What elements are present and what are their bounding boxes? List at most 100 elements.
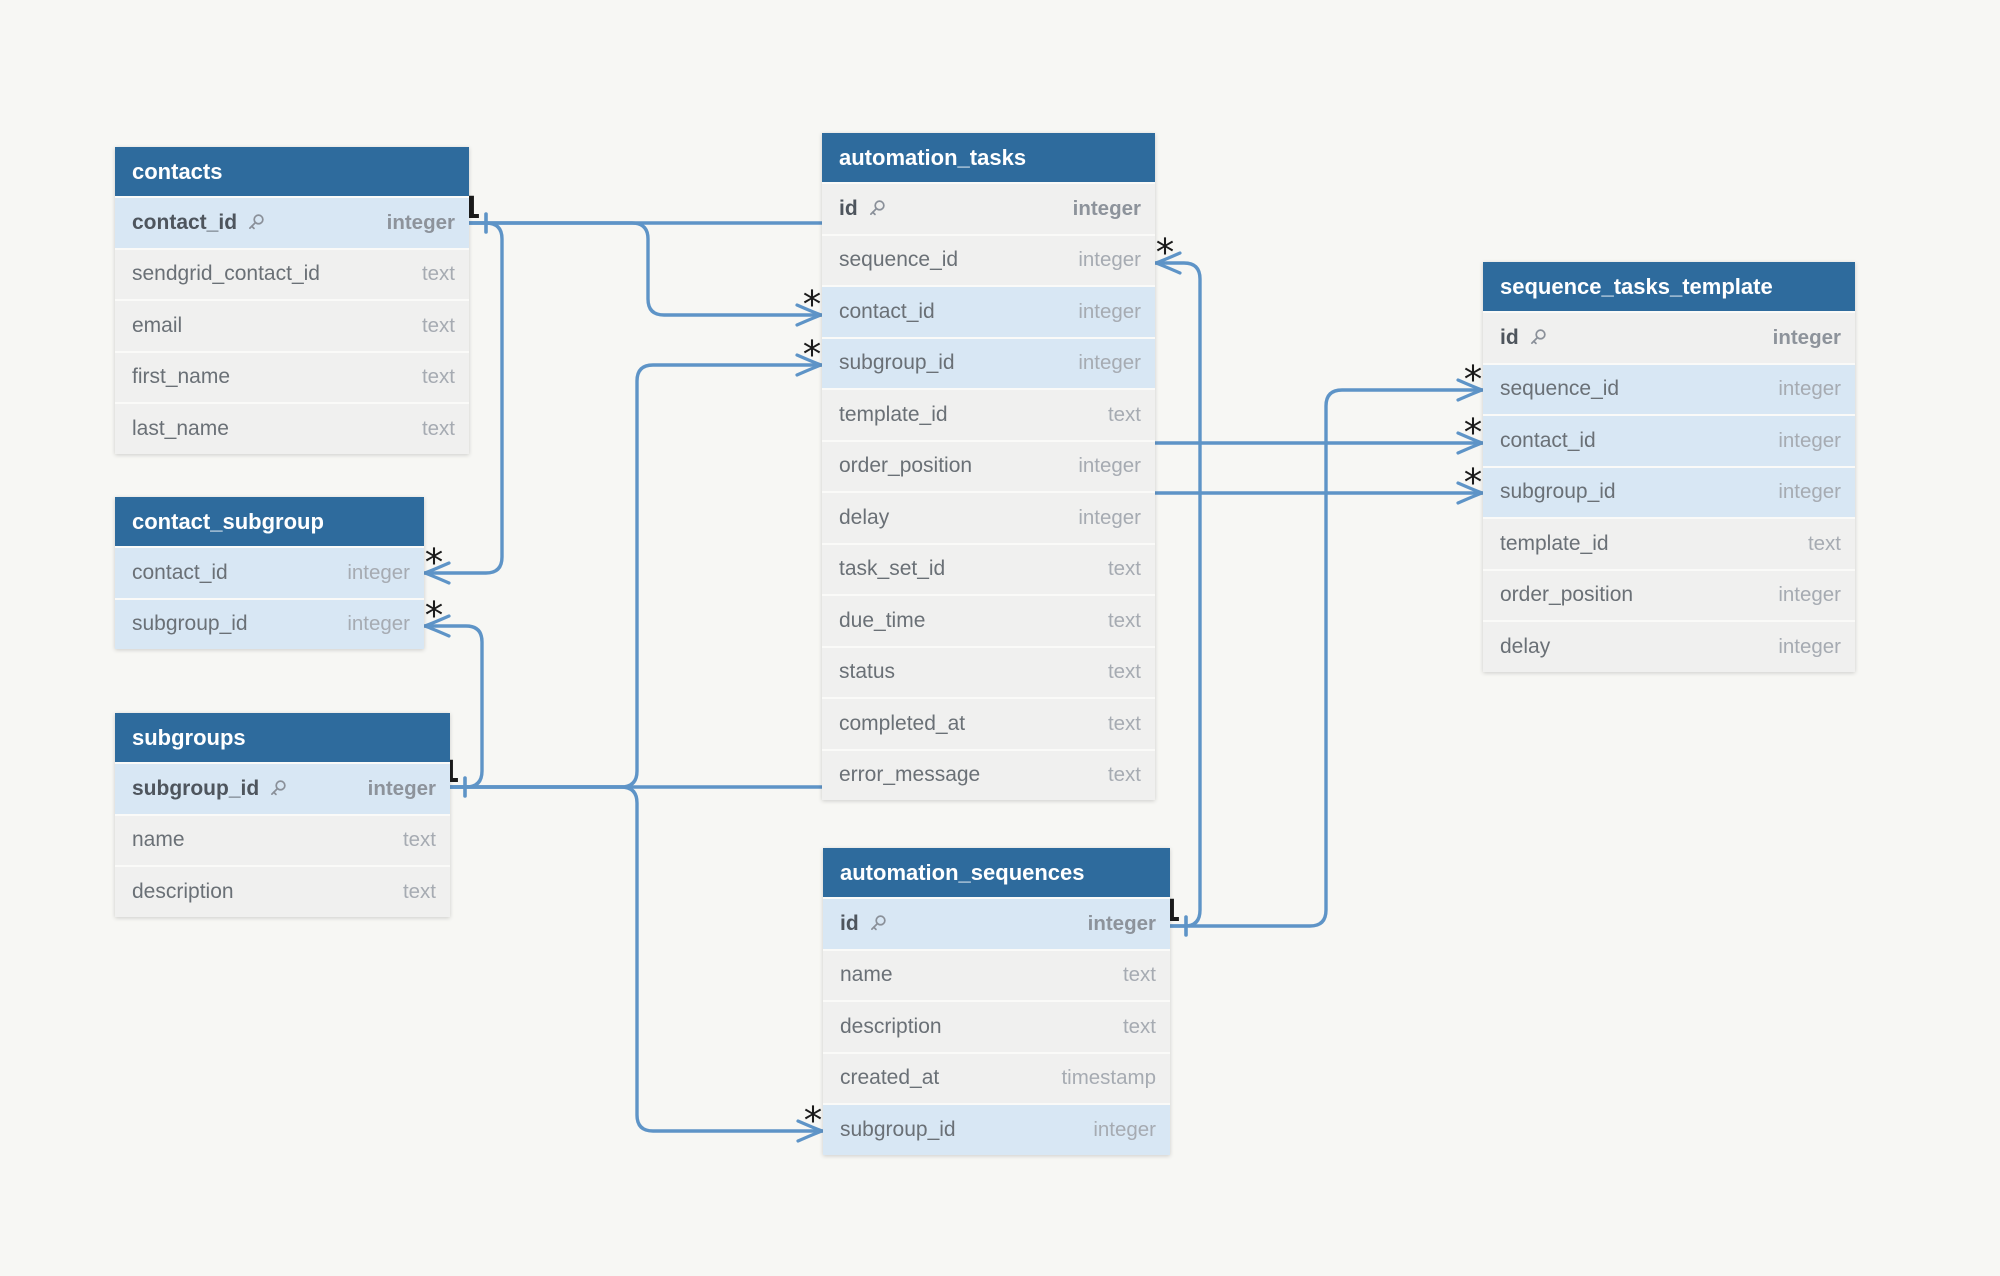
column-type: integer [1778,634,1841,658]
table-contacts[interactable]: contacts contact_id integer sendgrid_contac… [115,147,469,454]
column-type: text [421,262,455,286]
table-title-subgroups[interactable]: subgroups [115,713,450,764]
column-automation_tasks.status[interactable]: status text [822,647,1155,699]
crow-foot-arrow-sequence_tasks_template.subgroup_id [1456,491,1484,505]
column-name: description [132,879,234,903]
column-name: contact_id [132,211,265,235]
table-title-contact_subgroup[interactable]: contact_subgroup [115,497,424,548]
relationship-contacts.contact_id->automation_tasks.contact_id [469,221,822,317]
column-type: integer [367,776,436,800]
cardinality-many-label-automation_tasks.subgroup_id: * [803,333,822,376]
cardinality-many-label-sequence_tasks_template.contact_id: * [1464,411,1483,454]
column-type: integer [1078,505,1141,529]
column-automation_sequences.name[interactable]: name text [823,950,1170,1002]
column-automation_tasks.task_set_id[interactable]: task_set_id text [822,544,1155,596]
cardinality-many-label-sequence_tasks_template.sequence_id: * [1464,358,1483,401]
column-name: name [840,963,893,987]
column-type: integer [1078,454,1141,478]
primary-key-icon [249,214,264,230]
column-type: text [1107,763,1141,787]
column-name: email [132,313,183,337]
column-type: text [1107,660,1141,684]
column-name: status [839,660,896,684]
column-automation_tasks.delay[interactable]: delay integer [822,493,1155,545]
crow-foot-arrow-contact_subgroup.subgroup_id [423,624,451,638]
cardinality-many-label-sequence_tasks_template.subgroup_id: * [1464,461,1483,504]
relationship-subgroups.subgroup_id->automation_tasks.subgroup_id [450,363,822,789]
column-name: name [132,828,185,852]
column-name: task_set_id [839,557,946,581]
table-title-contacts[interactable]: contacts [115,147,469,198]
column-type: integer [1778,583,1841,607]
column-automation_tasks.contact_id[interactable]: contact_id integer [822,287,1155,339]
table-title-automation_sequences[interactable]: automation_sequences [823,848,1170,899]
cardinality-many-label-automation_sequences.subgroup_id: * [804,1099,823,1142]
column-automation_tasks.id[interactable]: id integer [822,184,1155,236]
column-name: contact_id [839,299,935,323]
column-name: contact_id [1500,428,1596,452]
cardinality-many-label-automation_tasks.sequence_id: * [1156,231,1175,274]
column-type: text [1107,557,1141,581]
column-type: integer [1078,351,1141,375]
column-subgroups.description[interactable]: description text [115,867,450,917]
column-name: delay [839,505,890,529]
column-type: text [402,879,436,903]
column-contacts.sendgrid_contact_id[interactable]: sendgrid_contact_id text [115,249,469,301]
primary-key-icon [869,200,885,216]
column-automation_tasks.subgroup_id[interactable]: subgroup_id integer [822,338,1155,390]
column-type: text [421,365,455,389]
column-name: sequence_id [839,248,959,272]
column-contacts.contact_id[interactable]: contact_id integer [115,198,469,250]
column-type: integer [1778,428,1841,452]
column-sequence_tasks_template.contact_id[interactable]: contact_id integer [1483,416,1855,468]
column-type: text [1122,963,1156,987]
column-name: subgroup_id [839,351,955,375]
column-contacts.first_name[interactable]: first_name text [115,352,469,404]
column-type: text [1807,531,1841,555]
column-type: integer [1078,299,1141,323]
column-name: id [839,197,886,221]
column-name: contact_id [132,560,228,584]
crow-foot-arrow-automation_sequences.subgroup_id [796,1129,824,1143]
primary-key-icon [870,915,886,931]
table-title-automation_tasks[interactable]: automation_tasks [822,133,1155,184]
column-type: text [1122,1014,1156,1038]
column-name: due_time [839,608,926,632]
column-name: first_name [132,365,231,389]
crow-foot-arrow-automation_tasks.subgroup_id [795,363,823,377]
crow-foot-arrow-automation_tasks.sequence_id [1154,261,1182,275]
column-type: integer [1072,196,1141,220]
column-type: integer [386,210,455,234]
table-title-sequence_tasks_template[interactable]: sequence_tasks_template [1483,262,1855,313]
column-name: sendgrid_contact_id [132,262,320,286]
column-type: text [421,416,455,440]
